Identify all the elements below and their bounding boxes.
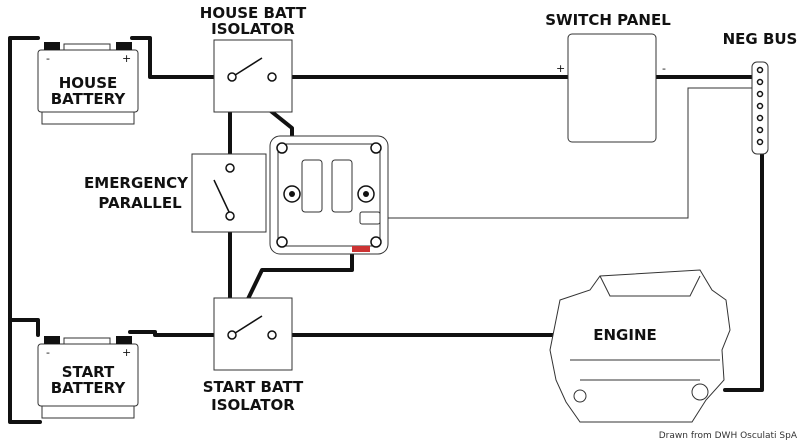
switch-panel-minus: - <box>662 62 666 75</box>
svg-text:-: - <box>46 52 50 65</box>
start-battery: - + START BATTERY <box>37 336 139 419</box>
house-battery-label-line1: HOUSE <box>59 74 118 92</box>
engine: ENGINE <box>549 269 731 423</box>
svg-text:-: - <box>46 346 50 359</box>
start-batt-isolator: START BATT ISOLATOR <box>203 297 304 414</box>
house-batt-isolator: HOUSE BATT ISOLATOR <box>200 4 307 113</box>
neg-bus: NEG BUS <box>723 30 798 155</box>
house-battery-label-line2: BATTERY <box>51 90 127 108</box>
credit-text: Drawn from DWH Osculati SpA <box>659 431 798 441</box>
start-batt-isolator-label-line1: START BATT <box>203 378 304 396</box>
engine-label: ENGINE <box>593 326 657 344</box>
start-battery-label-line1: START <box>62 363 115 381</box>
emergency-parallel-label-line1: EMERGENCY <box>84 174 189 192</box>
neg-bus-label: NEG BUS <box>723 30 798 48</box>
start-batt-isolator-label-line2: ISOLATOR <box>211 396 295 414</box>
svg-text:+: + <box>122 52 131 65</box>
switch-panel-label: SWITCH PANEL <box>545 11 671 29</box>
combiner-relay <box>269 135 389 255</box>
house-battery: - + HOUSE BATTERY <box>37 42 139 125</box>
switch-panel: + - SWITCH PANEL <box>545 11 671 143</box>
start-battery-label-line2: BATTERY <box>51 379 127 397</box>
switch-panel-plus: + <box>556 62 565 75</box>
house-batt-isolator-label-line1: HOUSE BATT <box>200 4 307 22</box>
house-batt-isolator-label-line2: ISOLATOR <box>211 20 295 38</box>
svg-text:+: + <box>122 346 131 359</box>
emergency-parallel-switch: EMERGENCY PARALLEL <box>84 153 267 233</box>
thin-wires <box>380 87 758 219</box>
emergency-parallel-label-line2: PARALLEL <box>98 194 182 212</box>
